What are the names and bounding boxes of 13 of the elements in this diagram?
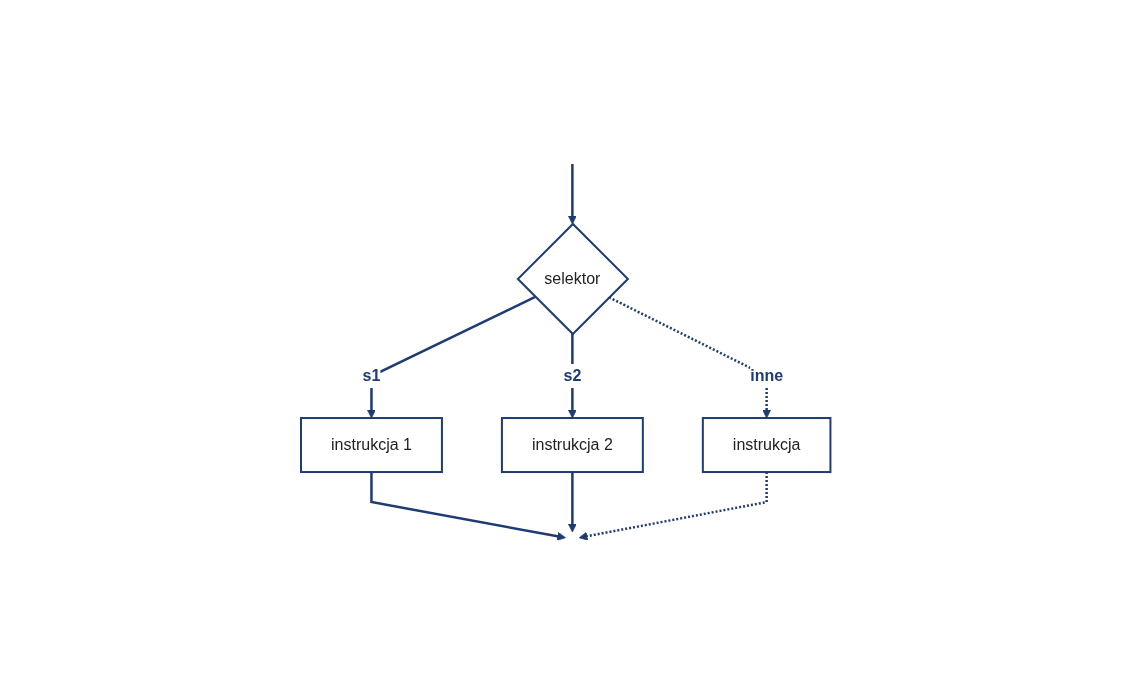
node-box: instrukcja <box>702 417 832 473</box>
node-box: instrukcja 1 <box>300 417 444 473</box>
arrow <box>608 296 772 419</box>
arrow <box>568 472 578 533</box>
node-diamond: selektor <box>516 222 630 336</box>
arrow <box>370 472 567 541</box>
edge-label: inne <box>750 367 784 385</box>
arrow <box>568 334 578 419</box>
arrow <box>568 164 578 225</box>
edge-label: s2 <box>563 367 582 385</box>
arrow <box>367 295 537 419</box>
edge-label: s1 <box>362 367 381 385</box>
node-box: instrukcja 2 <box>501 417 645 473</box>
